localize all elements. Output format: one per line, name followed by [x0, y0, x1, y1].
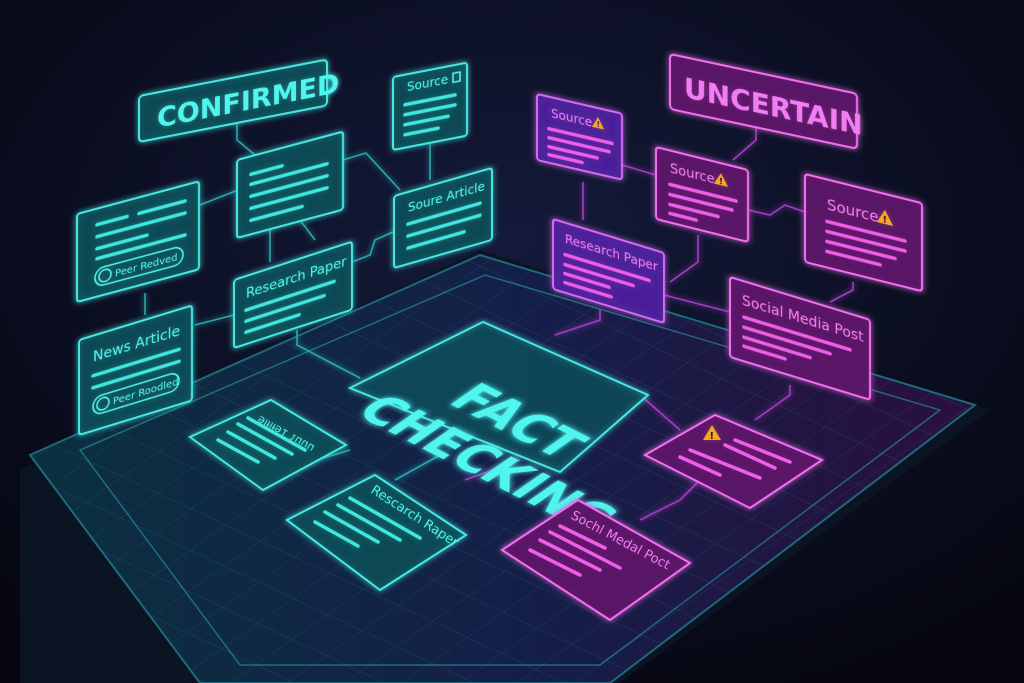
- confirmed-center-card: [236, 131, 344, 239]
- document-icon: [452, 71, 461, 84]
- peer-reviewed-badge: [94, 246, 184, 286]
- uncertain-source-card-3: Source !: [804, 173, 923, 292]
- svg-text:!: !: [710, 431, 715, 442]
- confirmed-peer-reviewed-card: Peer Redved: [76, 180, 200, 303]
- svg-text:!: !: [719, 177, 723, 188]
- warning-triangle-icon: !: [714, 173, 728, 188]
- pen-icon: [96, 396, 110, 411]
- connectors: [144, 122, 854, 521]
- warning-triangle-icon: !: [703, 425, 721, 442]
- confirmed-source-article-card: Soure Article: [393, 167, 493, 269]
- uncertain-source-card-2: Source !: [655, 146, 749, 243]
- warning-triangle-icon: !: [877, 209, 893, 226]
- uncertain-source-card-1: Source !: [536, 93, 623, 181]
- confirmed-source-card: Source: [392, 62, 468, 151]
- confirmed-news-article-card: News Article Peer Roodled: [78, 305, 193, 436]
- floor-card-confirmed-1: ɘlƚiƚɘ1 ɿuuu: [188, 398, 349, 492]
- svg-text:!: !: [883, 214, 888, 226]
- svg-text:!: !: [597, 119, 601, 130]
- peer-reviewed-badge: [92, 372, 180, 415]
- pen-icon: [98, 268, 112, 283]
- floor-card-uncertain-warning: !: [642, 413, 825, 510]
- warning-triangle-icon: !: [592, 117, 604, 130]
